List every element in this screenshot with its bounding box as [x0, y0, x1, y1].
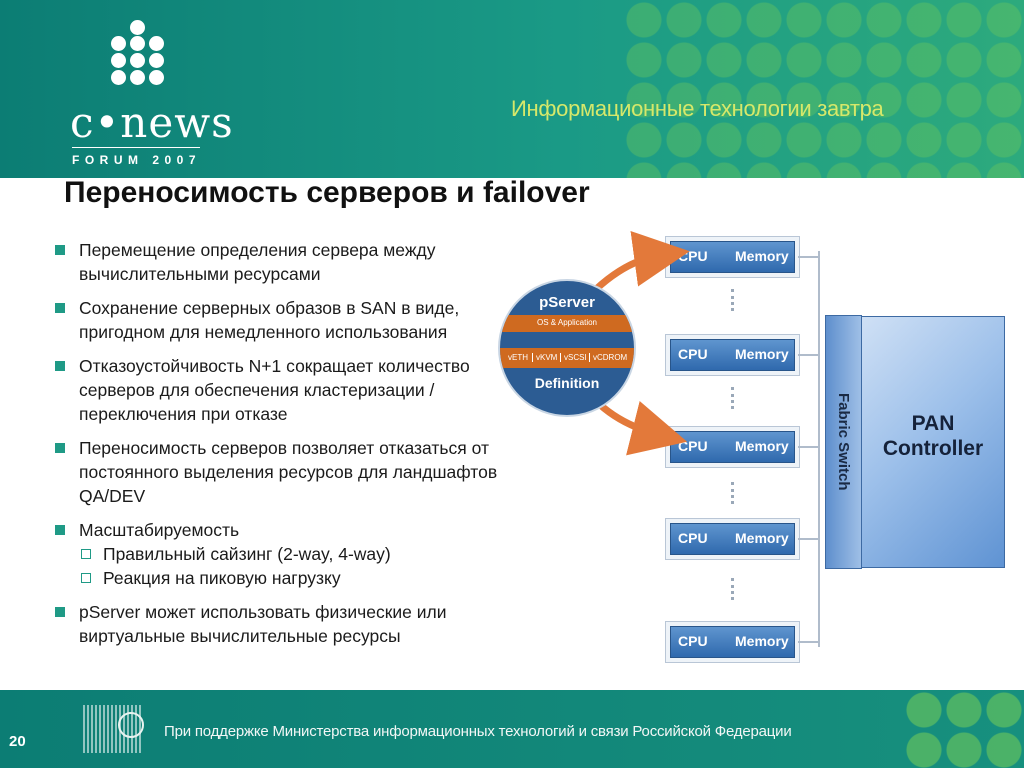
sub-bullet-item: Реакция на пиковую нагрузку [79, 566, 505, 590]
os-label: OS & Application [536, 318, 598, 327]
hollow-square-bullet-icon [81, 573, 91, 583]
logo-forum: FORUM 2007 [72, 153, 202, 167]
bullet-item: Отказоустойчивость N+1 сокращает количес… [55, 354, 505, 426]
memory-label: Memory [735, 530, 789, 546]
bullet-item: Переносимость серверов позволяет отказат… [55, 436, 505, 508]
sub-bullet-item: Правильный сайзинг (2-way, 4-way) [79, 542, 505, 566]
pserver-title: pServer [539, 294, 595, 311]
connector-line [798, 538, 820, 540]
pan-label: PAN [911, 412, 955, 435]
decorative-dots [624, 0, 1024, 178]
memory-label: Memory [735, 438, 789, 454]
header-banner: c•news FORUM 2007 Информационные техноло… [0, 0, 1024, 178]
ellipsis-dots [731, 482, 738, 504]
bullet-list: Перемещение определения сервера между вы… [55, 238, 505, 658]
square-bullet-icon [55, 303, 65, 313]
tagline: Информационные технологии завтра [511, 96, 884, 121]
fabric-switch-label: Fabric Switch [835, 393, 852, 491]
controller-label: Controller [882, 437, 984, 460]
footer-bar: При поддержке Министерства информационны… [0, 690, 1024, 768]
cnews-logo: c•news FORUM 2007 [70, 15, 233, 167]
fabric-switch: Fabric Switch [825, 315, 862, 569]
square-bullet-icon [55, 525, 65, 535]
vkvm-label: vKVM [532, 353, 557, 362]
slide-title: Переносимость серверов и failover [64, 176, 590, 209]
memory-label: Memory [735, 633, 789, 649]
cpu-label: CPU [678, 633, 708, 649]
bullet-item: Перемещение определения сервера между вы… [55, 238, 505, 286]
connector-line [798, 641, 820, 643]
os-bar: OS & Application [500, 315, 634, 332]
server-box: CPU Memory [665, 334, 800, 376]
connector-line [798, 354, 820, 356]
emblem-icon [118, 712, 144, 738]
page-number: 20 [9, 733, 26, 750]
square-bullet-icon [55, 607, 65, 617]
server-box: CPU Memory [665, 518, 800, 560]
memory-label: Memory [735, 248, 789, 264]
sponsor-text: При поддержке Министерства информационны… [164, 723, 792, 740]
ellipsis-dots [731, 289, 738, 311]
logo-wordmark: c•news [70, 98, 234, 147]
square-bullet-icon [55, 361, 65, 371]
memory-label: Memory [735, 346, 789, 362]
logo-divider [72, 147, 200, 148]
square-bullet-icon [55, 245, 65, 255]
cpu-label: CPU [678, 346, 708, 362]
pan-controller: PAN Controller [861, 316, 1005, 568]
pserver-disk: pServer OS & Application vETH vKVM vSCSI… [498, 279, 636, 417]
decorative-dots [904, 690, 1024, 768]
vcdrom-label: vCDROM [589, 353, 627, 362]
definition-label: Definition [534, 375, 600, 391]
bullet-item: pServer может использовать физические ил… [55, 600, 505, 648]
hollow-square-bullet-icon [81, 549, 91, 559]
square-bullet-icon [55, 443, 65, 453]
virtual-devices-bar: vETH vKVM vSCSI vCDROM [500, 348, 634, 368]
ellipsis-dots [731, 578, 738, 600]
ellipsis-dots [731, 387, 738, 409]
vscsi-label: vSCSI [560, 353, 587, 362]
server-box: CPU Memory [665, 621, 800, 663]
bullet-item: Масштабируемость Правильный сайзинг (2-w… [55, 518, 505, 590]
connector-line [798, 256, 820, 258]
cpu-label: CPU [678, 530, 708, 546]
bullet-item: Сохранение серверных образов в SAN в вид… [55, 296, 505, 344]
veth-label: vETH [508, 353, 528, 362]
connector-line [798, 446, 820, 448]
switch-bus-line [818, 251, 820, 647]
